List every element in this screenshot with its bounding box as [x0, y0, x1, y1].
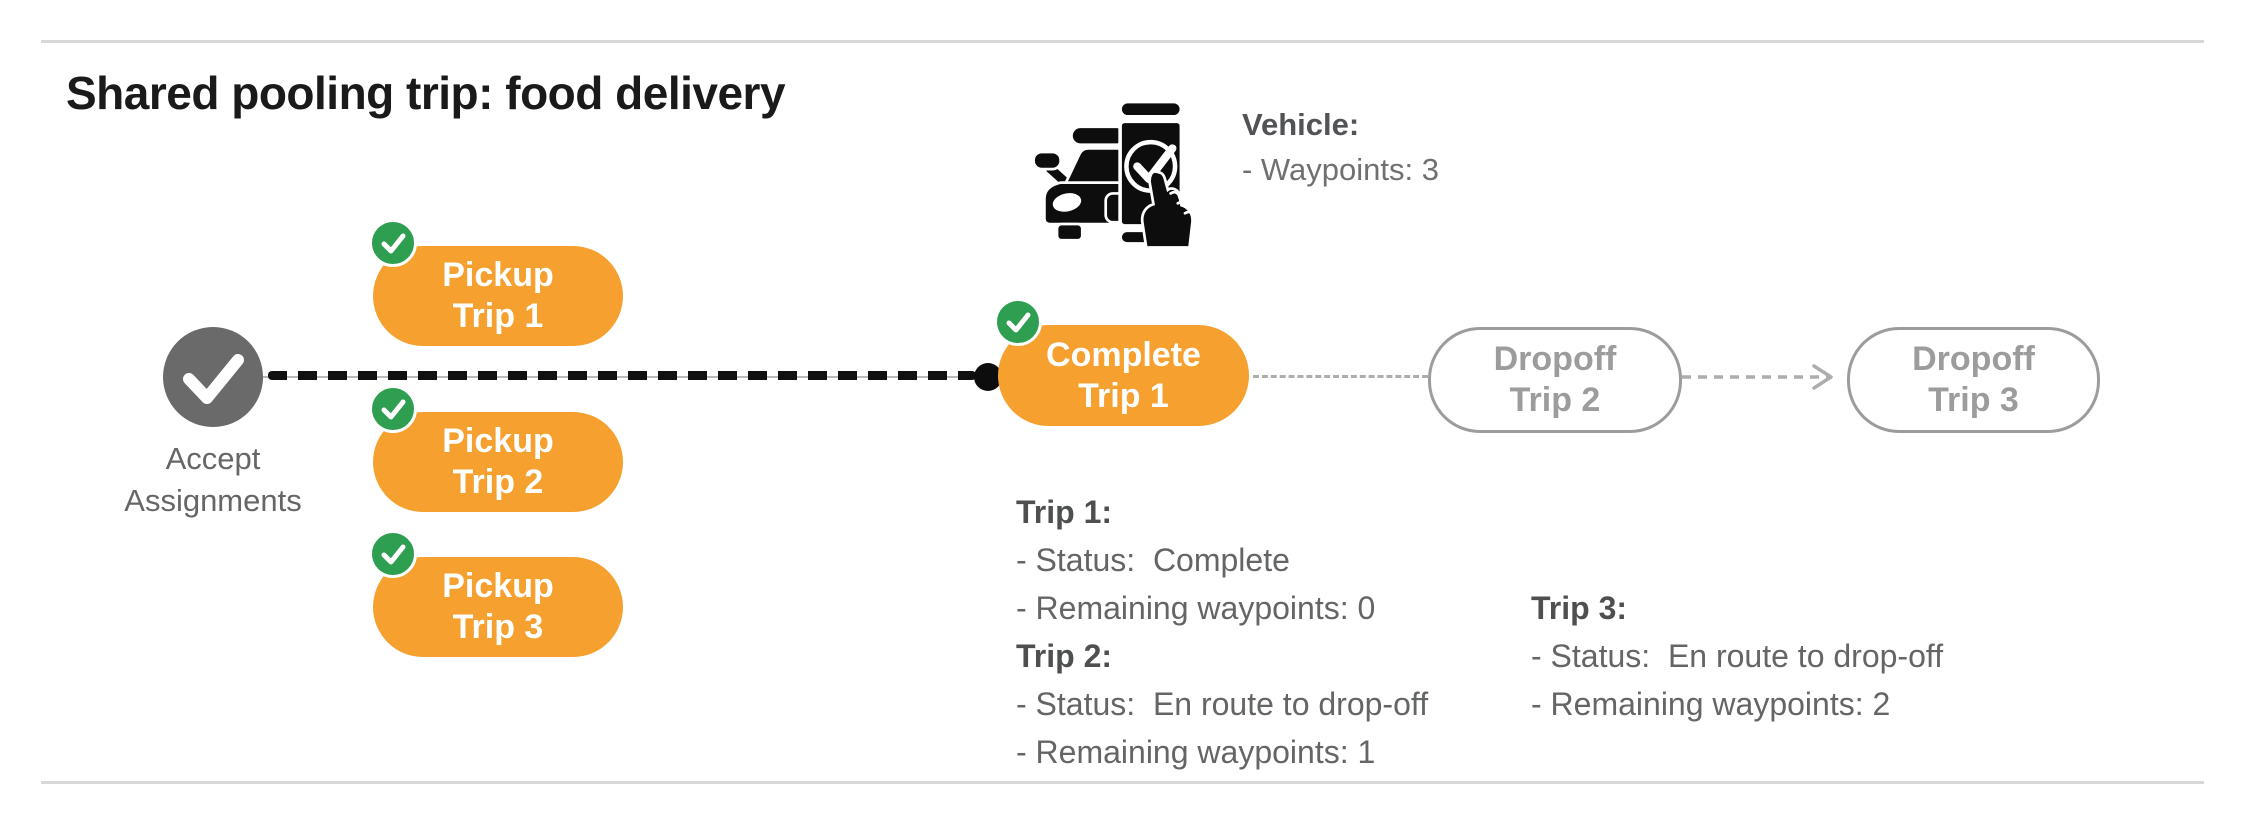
trip-status-block-1: Trip 1: - Status: Complete - Remaining w…	[1016, 488, 1428, 776]
check-badge-icon	[369, 385, 417, 433]
trip-3-remaining: - Remaining waypoints: 2	[1531, 686, 1891, 722]
car-phone-check-icon	[1030, 88, 1196, 252]
trip-1-heading: Trip 1:	[1016, 494, 1113, 530]
trip-status-block-2: Trip 3: - Status: En route to drop-off -…	[1531, 584, 1943, 728]
trip-3-status: - Status: En route to drop-off	[1531, 638, 1944, 674]
accept-assignments-label: Accept Assignments	[124, 441, 302, 518]
connector-dropoff2-to-dropoff3-arrow-icon	[1682, 364, 1833, 390]
traveled-route-dashes	[268, 371, 976, 380]
node-pickup-trip-3: Pickup Trip 3	[373, 557, 623, 657]
bottom-divider	[41, 781, 2204, 784]
trip-2-status: - Status: En route to drop-off	[1016, 686, 1429, 722]
check-badge-icon	[994, 298, 1042, 346]
vehicle-waypoints: - Waypoints: 3	[1242, 152, 1439, 187]
page-title: Shared pooling trip: food delivery	[66, 67, 786, 119]
trip-1-remaining: - Remaining waypoints: 0	[1016, 590, 1376, 626]
trip-1-status: - Status: Complete	[1016, 542, 1290, 578]
trip-2-remaining: - Remaining waypoints: 1	[1016, 734, 1376, 770]
node-pickup-trip-1: Pickup Trip 1	[373, 246, 623, 346]
trip-3-heading: Trip 3:	[1531, 590, 1628, 626]
check-icon	[183, 354, 244, 404]
trip-2-heading: Trip 2:	[1016, 638, 1113, 674]
node-complete-trip-1: Complete Trip 1	[998, 325, 1249, 426]
node-pickup-trip-2: Pickup Trip 2	[373, 412, 623, 512]
top-divider	[41, 40, 2204, 43]
accept-assignments-node	[163, 327, 263, 427]
node-dropoff-trip-2: Dropoff Trip 2	[1428, 327, 1682, 433]
connector-complete-to-dropoff2	[1253, 375, 1428, 378]
vehicle-info: Vehicle: - Waypoints: 3	[1242, 102, 1439, 192]
check-badge-icon	[369, 530, 417, 578]
vehicle-heading: Vehicle:	[1242, 107, 1360, 142]
check-badge-icon	[369, 219, 417, 267]
current-vehicle-position-dot	[974, 363, 1002, 391]
node-dropoff-trip-3: Dropoff Trip 3	[1847, 327, 2100, 433]
